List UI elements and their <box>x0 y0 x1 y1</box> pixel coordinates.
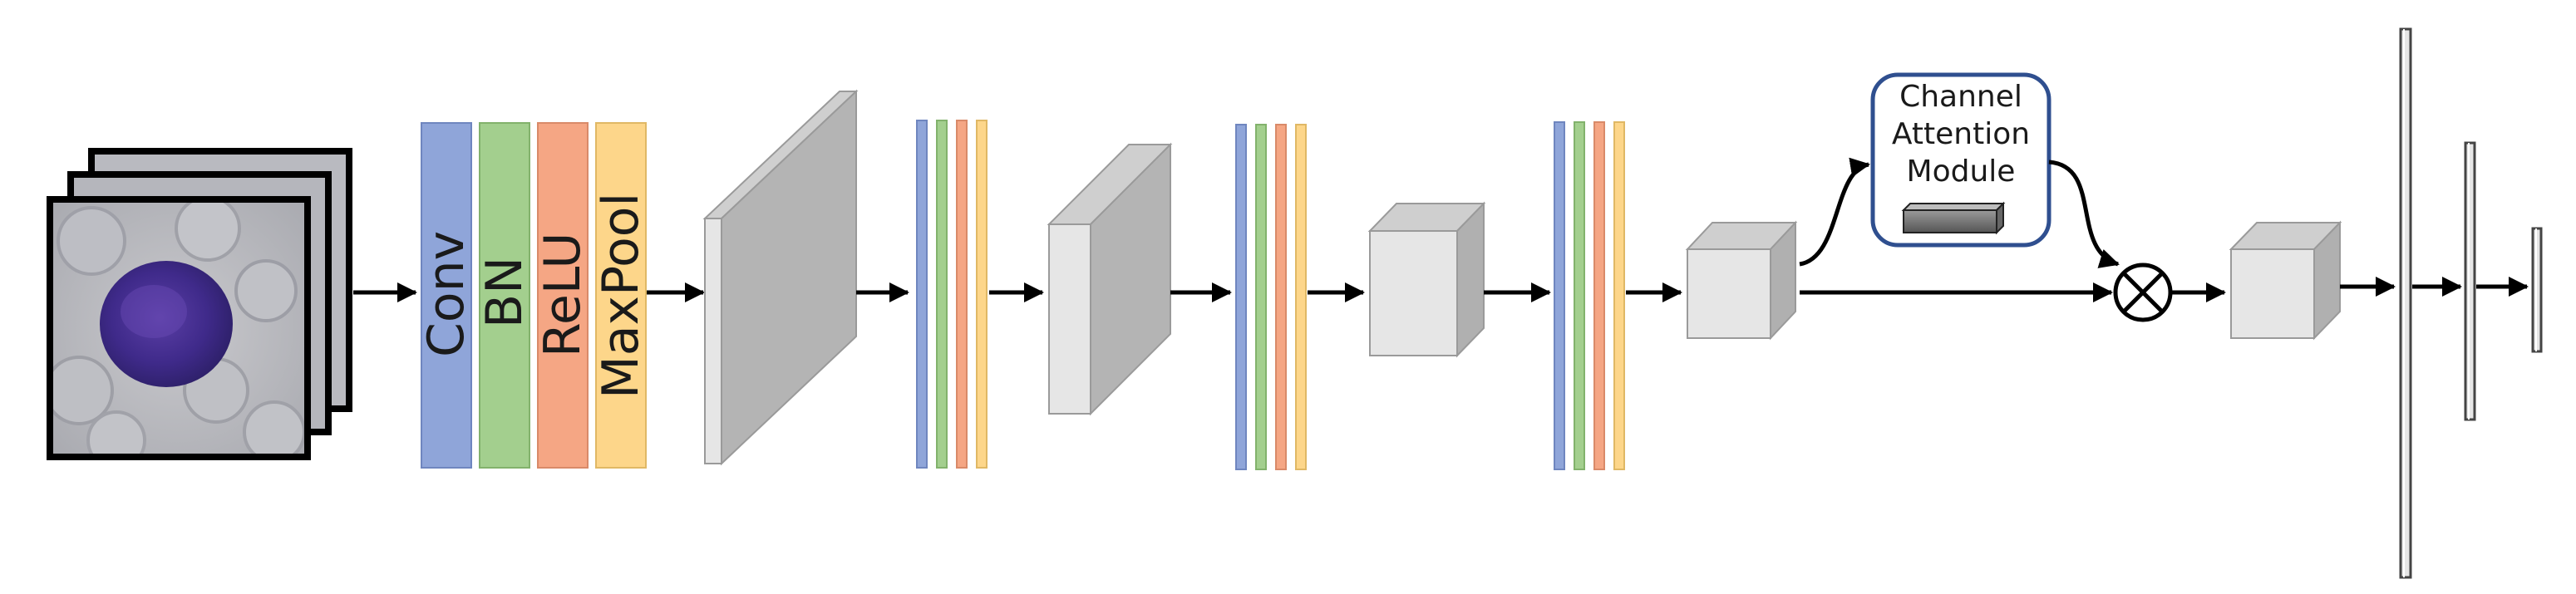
blood-cell-image <box>50 199 306 457</box>
feature-map-4 <box>1685 220 1798 341</box>
attention-label-line3: Module <box>1907 155 2016 189</box>
relu-layer <box>537 122 589 469</box>
maxpool-label: MaxPool <box>592 193 650 399</box>
maxpool-layer <box>595 122 647 469</box>
residual-block-2 <box>1235 124 1307 470</box>
attention-label-line1: Channel <box>1899 80 2022 114</box>
feature-map-2 <box>1047 142 1173 416</box>
output-layer <box>2531 227 2543 353</box>
stem-layer-group: Conv BN ReLU MaxPool <box>417 122 650 469</box>
bn-label: BN <box>475 257 534 328</box>
fc-layer-2 <box>2464 141 2476 421</box>
feature-map-3 <box>1367 201 1486 358</box>
bn-layer <box>479 122 530 469</box>
arrow-feature4-to-attention <box>1799 157 1870 267</box>
residual-block-1 <box>916 120 988 469</box>
channel-attention-module: Channel Attention Module <box>1870 72 2051 248</box>
conv-layer <box>421 122 472 469</box>
relu-label: ReLU <box>534 233 592 357</box>
attention-label-line2: Attention <box>1892 117 2030 151</box>
multiply-operator-icon <box>2113 263 2173 322</box>
fc-layer-1 <box>2399 27 2412 579</box>
input-image-stack <box>47 148 352 460</box>
attention-weight-bar <box>1901 201 2006 235</box>
conv-label: Conv <box>417 231 475 357</box>
residual-block-3 <box>1554 121 1625 470</box>
feature-map-5 <box>2229 220 2342 341</box>
arrow-attention-to-multiply <box>2048 160 2120 268</box>
input-image-front <box>47 196 311 460</box>
feature-map-1 <box>702 89 859 466</box>
